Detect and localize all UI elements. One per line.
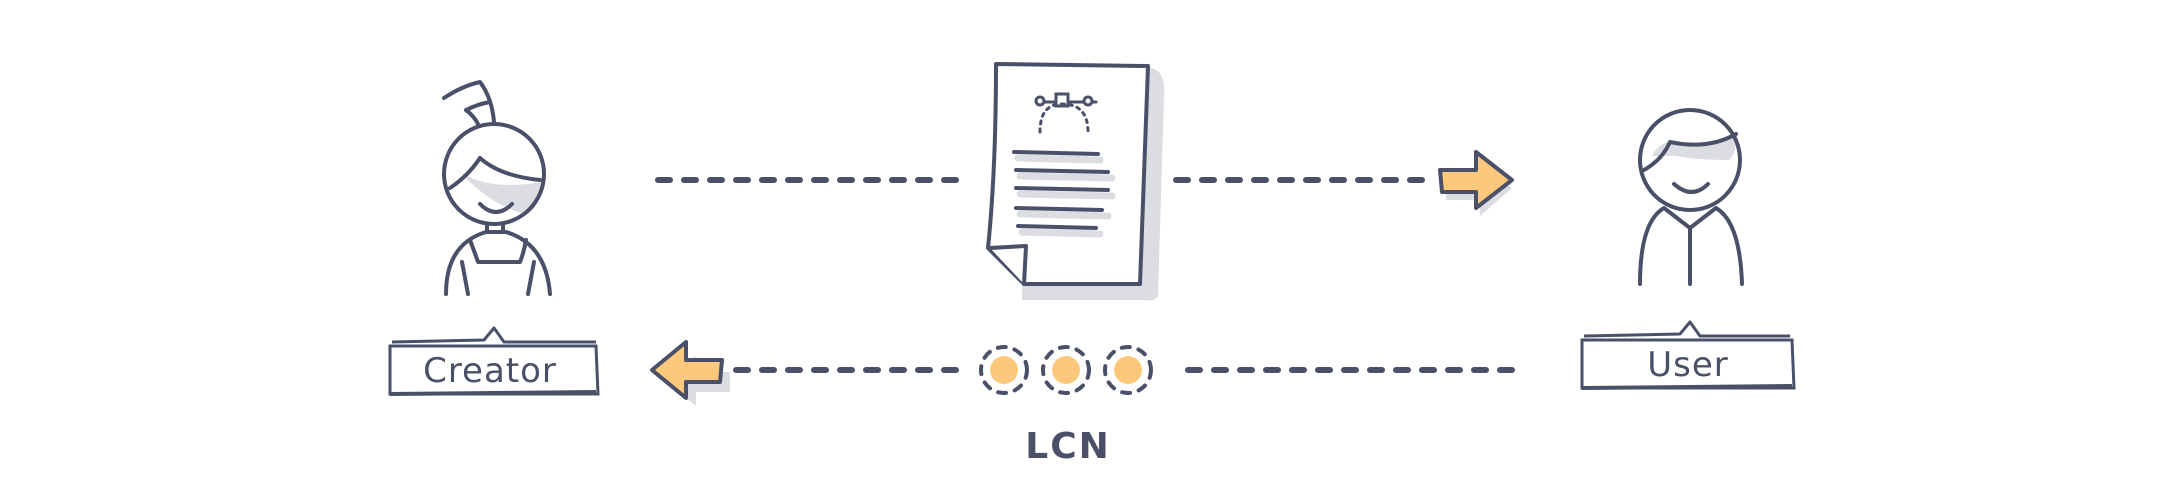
arrow-left-icon xyxy=(650,340,724,400)
arrow-right-icon xyxy=(1438,150,1514,210)
user-label: User xyxy=(1580,320,1796,390)
token-label: LCN xyxy=(1025,426,1111,467)
user-figure xyxy=(1638,108,1744,286)
flow-arrow-to-creator xyxy=(650,340,1515,406)
document-icon xyxy=(986,62,1165,301)
coin-icon xyxy=(979,345,1029,395)
user-label-text: User xyxy=(1647,345,1729,385)
flow-arrow-to-user xyxy=(655,150,1514,216)
token-coins xyxy=(979,345,1153,395)
creator-label-text: Creator xyxy=(423,351,557,391)
coin-icon xyxy=(1103,345,1153,395)
creator-label: Creator xyxy=(388,326,600,396)
creator-figure xyxy=(442,80,552,296)
coin-icon xyxy=(1041,345,1091,395)
